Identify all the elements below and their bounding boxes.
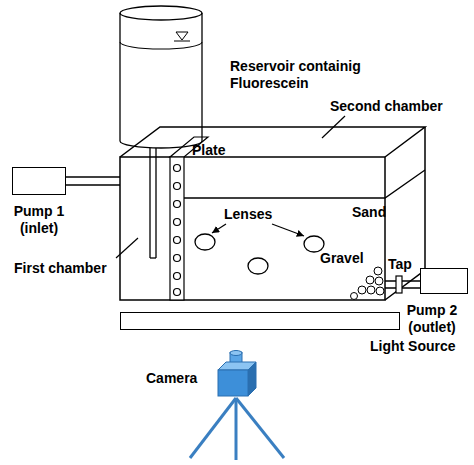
gravel (351, 267, 385, 300)
camera-symbol-outline (212, 350, 260, 398)
part-label: Tap (388, 256, 412, 273)
pump-box: Pump 2 (outlet) (420, 268, 468, 294)
pump-box-outline (12, 167, 66, 195)
reservoir-pipe (150, 257, 156, 258)
tap (396, 276, 402, 293)
part-label: Lenses (224, 206, 272, 223)
node-label: Camera (146, 370, 206, 387)
node-label: Pump 1 (inlet) (4, 203, 74, 237)
lens (195, 234, 324, 274)
part-label: Sand (352, 204, 386, 221)
part-label: Gravel (320, 250, 364, 267)
tank (120, 127, 425, 300)
leader-line (322, 116, 345, 138)
light-source-bar-outline (120, 312, 400, 330)
plate (170, 137, 208, 300)
node-label: Light Source (370, 338, 470, 355)
pump-box-outline (420, 268, 468, 294)
leader-line (116, 238, 138, 258)
inlet-pipe (66, 176, 120, 177)
node-label: Pump 2 (outlet) (394, 302, 470, 336)
camera-symbol: Camera (212, 350, 260, 398)
light-source-bar: Light Source (120, 312, 400, 330)
leader-arrow (272, 224, 304, 236)
reservoir-cylinder: Reservoir containig Fluorescein (118, 4, 204, 150)
part-label: Second chamber (330, 98, 443, 115)
reservoir-pipe (149, 148, 150, 258)
pump-box: Pump 1 (inlet) (12, 167, 66, 195)
part-label: First chamber (14, 260, 107, 277)
reservoir-cylinder-outline (118, 4, 204, 150)
sand-surface (184, 170, 425, 198)
reservoir-pipe (155, 148, 156, 258)
inlet-pipe (66, 184, 120, 185)
tripod (190, 398, 284, 460)
part-label: Plate (192, 142, 225, 159)
leader-arrow (212, 224, 226, 233)
node-label: Reservoir containig Fluorescein (230, 58, 390, 92)
